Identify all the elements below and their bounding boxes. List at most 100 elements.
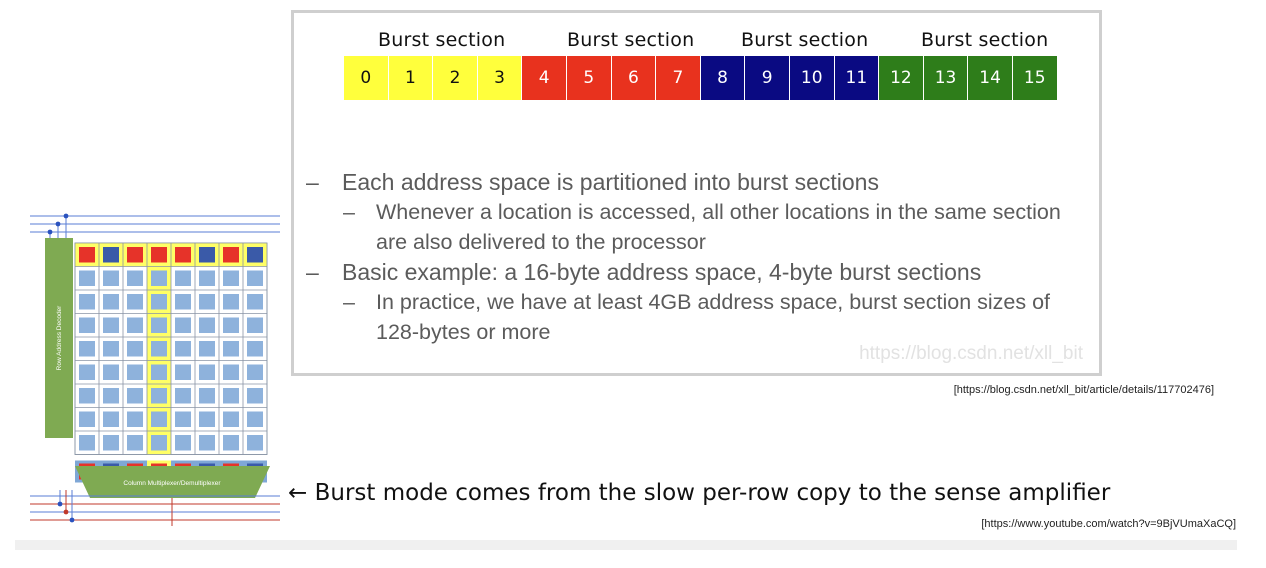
memory-cell (127, 364, 143, 380)
memory-cell (79, 364, 95, 380)
cell-grid (74, 242, 268, 483)
memory-cell (223, 294, 239, 310)
bullet-1-sub-dash: – (343, 200, 355, 224)
memory-cell (175, 388, 191, 404)
byte-cell-0: 0 (344, 56, 389, 100)
memory-cell (79, 294, 95, 310)
bullet-1-sub-text: Whenever a location is accessed, all oth… (376, 200, 1061, 254)
memory-cell (103, 411, 119, 427)
memory-cell (175, 341, 191, 357)
bottom-divider (15, 540, 1237, 550)
burst-section-header-1: Burst section (378, 29, 506, 51)
memory-cell (223, 435, 239, 451)
bullet-list: – Each address space is partitioned into… (306, 167, 1096, 347)
memory-cell (247, 388, 263, 404)
memory-cell (199, 411, 215, 427)
memory-cell (127, 411, 143, 427)
memory-cell (223, 341, 239, 357)
dram-array-diagram: Row Address Decoder Column Multiplexer/D… (30, 208, 280, 528)
memory-cell (175, 411, 191, 427)
memory-cell (79, 317, 95, 333)
bullet-1-text: Each address space is partitioned into b… (342, 169, 879, 195)
memory-cell (175, 294, 191, 310)
memory-cell (127, 341, 143, 357)
memory-cell (223, 388, 239, 404)
row-address-decoder (45, 238, 73, 438)
memory-cell (199, 341, 215, 357)
address-lines-bottom (30, 490, 280, 526)
bullet-2-sub: – In practice, we have at least 4GB addr… (306, 287, 1096, 347)
byte-cell-14: 14 (968, 56, 1013, 100)
memory-cell (79, 435, 95, 451)
memory-cell (151, 270, 167, 286)
source-url-csdn[interactable]: [https://blog.csdn.net/xll_bit/article/d… (953, 384, 1214, 396)
byte-cell-7: 7 (656, 56, 701, 100)
byte-cell-1: 1 (388, 56, 434, 100)
memory-cell (175, 364, 191, 380)
bullet-2-sub-dash: – (343, 290, 355, 314)
memory-cell (247, 270, 263, 286)
byte-cell-2: 2 (433, 56, 478, 100)
memory-cell (103, 364, 119, 380)
memory-cell (247, 411, 263, 427)
memory-cell (199, 317, 215, 333)
memory-cell (151, 388, 167, 404)
watermark: https://blog.csdn.net/xll_bit (859, 343, 1083, 364)
dram-array-svg: Row Address Decoder Column Multiplexer/D… (30, 213, 280, 526)
memory-cell (199, 364, 215, 380)
source-url-youtube[interactable]: [https://www.youtube.com/watch?v=9BjVUma… (981, 518, 1236, 530)
memory-cell (103, 294, 119, 310)
burst-section-header-3: Burst section (741, 29, 869, 51)
memory-cell (103, 270, 119, 286)
memory-cell (199, 435, 215, 451)
burst-section-header-2: Burst section (567, 29, 695, 51)
column-multiplexer (75, 466, 270, 498)
address-lines-top (30, 213, 280, 238)
memory-cell (151, 247, 167, 263)
memory-cell (151, 341, 167, 357)
byte-cell-6: 6 (611, 56, 657, 100)
memory-cell (79, 388, 95, 404)
memory-cell (199, 270, 215, 286)
caption-text: Burst mode comes from the slow per-row c… (314, 480, 1111, 506)
memory-cell (175, 270, 191, 286)
memory-cell (79, 270, 95, 286)
byte-cell-15: 15 (1012, 56, 1058, 100)
memory-cell (247, 317, 263, 333)
memory-cell (103, 388, 119, 404)
memory-cell (127, 317, 143, 333)
memory-cell (127, 270, 143, 286)
memory-cell (127, 247, 143, 263)
bullet-2-text: Basic example: a 16-byte address space, … (342, 259, 982, 285)
memory-cell (199, 388, 215, 404)
byte-cell-12: 12 (879, 56, 924, 100)
column-mux-label: Column Multiplexer/Demultiplexer (123, 480, 221, 487)
memory-cell (247, 435, 263, 451)
byte-cell-4: 4 (522, 56, 567, 100)
memory-cell (103, 435, 119, 451)
memory-cell (247, 364, 263, 380)
memory-cell (127, 435, 143, 451)
memory-cell (103, 341, 119, 357)
bullet-2: – Basic example: a 16-byte address space… (306, 257, 1096, 287)
memory-cell (247, 247, 263, 263)
byte-cell-5: 5 (566, 56, 612, 100)
memory-cell (127, 388, 143, 404)
memory-cell (151, 317, 167, 333)
memory-cell (223, 364, 239, 380)
memory-cell (199, 294, 215, 310)
memory-cell (247, 341, 263, 357)
memory-cell (103, 247, 119, 263)
memory-cell (151, 294, 167, 310)
memory-cell (223, 270, 239, 286)
memory-cell (175, 247, 191, 263)
memory-cell (223, 317, 239, 333)
memory-cell (175, 435, 191, 451)
memory-cell (151, 435, 167, 451)
memory-cell (175, 317, 191, 333)
byte-cell-9: 9 (745, 56, 790, 100)
memory-cell (247, 294, 263, 310)
memory-cell (79, 411, 95, 427)
burst-section-slide: Burst section Burst section Burst sectio… (291, 10, 1102, 376)
